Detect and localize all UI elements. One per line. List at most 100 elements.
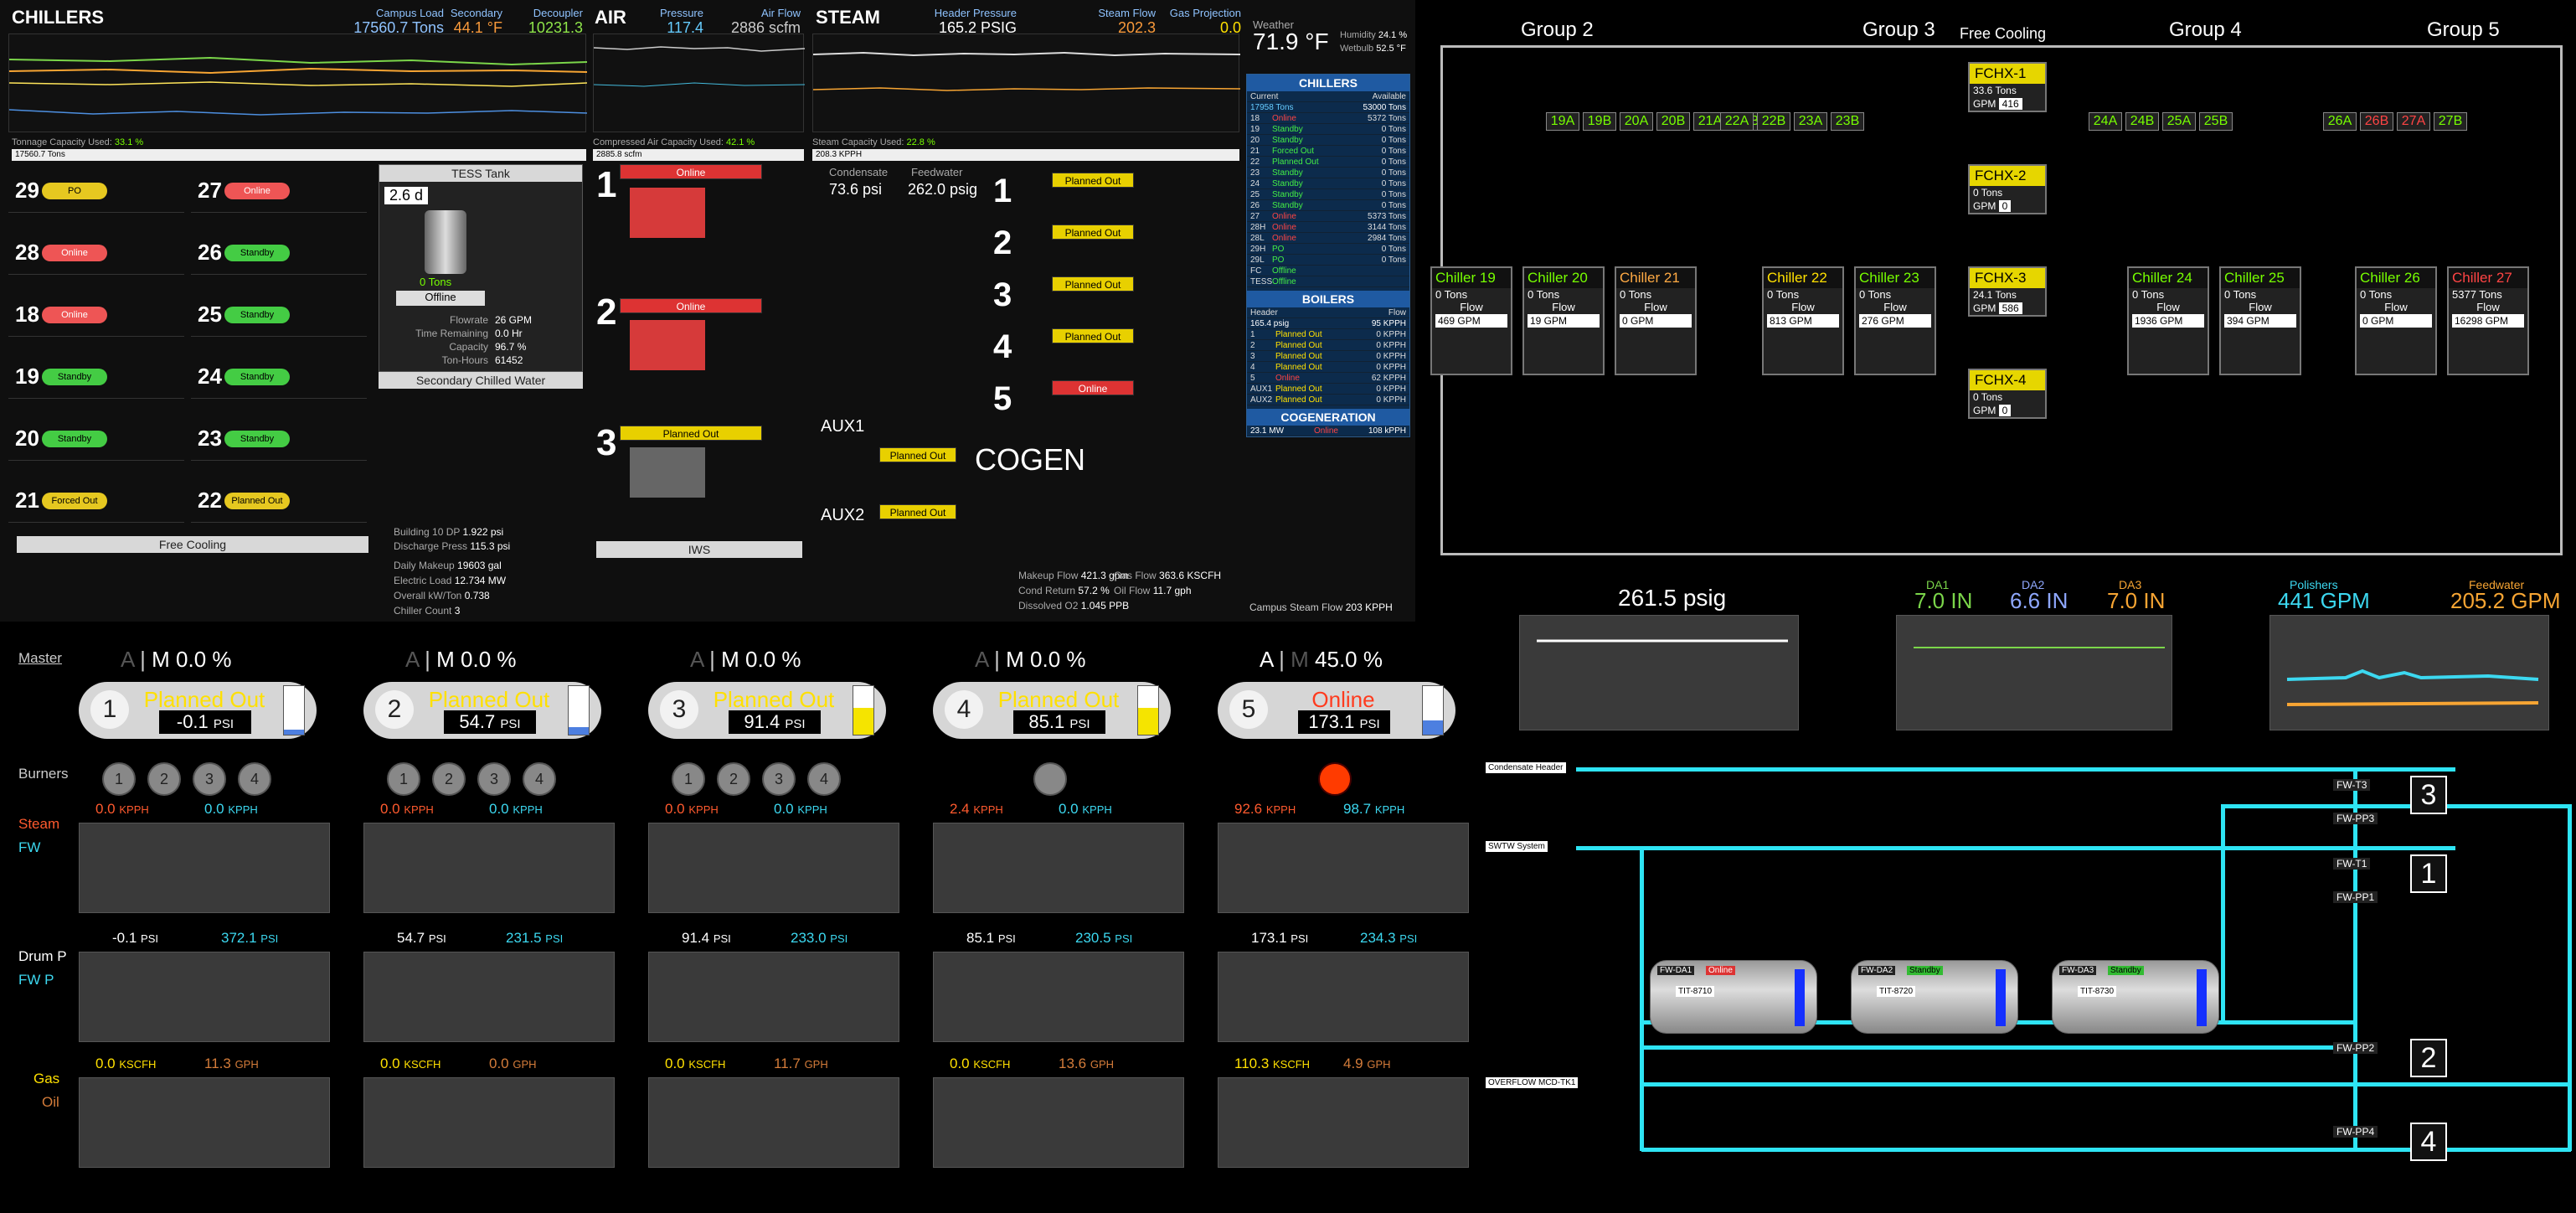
burner-indicator[interactable] [1033, 762, 1067, 796]
pump-tile[interactable]: 27B [2434, 112, 2467, 131]
steam-fw-trend[interactable] [79, 823, 330, 913]
boiler-overview-number[interactable]: 1 [993, 173, 1012, 209]
pump-tile[interactable]: 24B [2125, 112, 2159, 131]
compressor-1[interactable]: 1 [596, 164, 617, 205]
boiler-overview-number[interactable]: 4 [993, 328, 1012, 365]
steam-fw-trend[interactable] [648, 823, 899, 913]
chillers-trend[interactable] [8, 34, 588, 132]
burner-indicator[interactable]: 2 [147, 762, 181, 796]
boiler-overview-number[interactable]: 2 [993, 225, 1012, 261]
burner-indicator[interactable]: 3 [762, 762, 796, 796]
gas-oil-trend[interactable] [648, 1077, 899, 1168]
boiler-overview-number[interactable]: 3 [993, 276, 1012, 313]
gas-oil-trend[interactable] [933, 1077, 1184, 1168]
gas-oil-trend[interactable] [1218, 1077, 1469, 1168]
manual-mode[interactable]: M [1291, 647, 1309, 672]
boiler-mode[interactable]: A | M 0.0 % [121, 647, 232, 672]
burner-indicator[interactable]: 1 [102, 762, 136, 796]
master-label[interactable]: Master [18, 650, 62, 666]
aux2-label[interactable]: AUX2 [821, 506, 865, 524]
steam-fw-trend[interactable] [933, 823, 1184, 913]
fw-pump-label[interactable]: FW-PP2 [2333, 1042, 2378, 1054]
gas-oil-trend[interactable] [363, 1077, 615, 1168]
steam-fw-trend[interactable] [363, 823, 615, 913]
fw-pump-label[interactable]: FW-T1 [2333, 858, 2371, 870]
pump-tile[interactable]: 24A [2089, 112, 2122, 131]
drum-fw-trend[interactable] [648, 952, 899, 1042]
pump-tile[interactable]: 26B [2360, 112, 2393, 131]
burner-indicator[interactable] [1318, 762, 1352, 796]
boiler-mode[interactable]: A | M 0.0 % [975, 647, 1086, 672]
manual-mode[interactable]: M [1006, 647, 1024, 672]
fw-pump-label[interactable]: FW-PP3 [2333, 813, 2378, 824]
burner-indicator[interactable]: 1 [672, 762, 705, 796]
polisher-fw-trend[interactable] [2269, 615, 2549, 730]
auto-mode[interactable]: A [405, 647, 419, 672]
drum-fw-trend[interactable] [933, 952, 1184, 1042]
auto-mode[interactable]: A [975, 647, 988, 672]
pump-tile[interactable]: 27A [2397, 112, 2430, 131]
drum-fw-trend[interactable] [1218, 952, 1469, 1042]
gas-oil-trend[interactable] [79, 1077, 330, 1168]
boiler-mode[interactable]: A | M 0.0 % [405, 647, 517, 672]
pump-tile[interactable]: 19B [1583, 112, 1616, 131]
pump-tile[interactable]: 25A [2162, 112, 2196, 131]
burner-indicator[interactable]: 4 [523, 762, 556, 796]
manual-mode[interactable]: M [721, 647, 739, 672]
compressor-3[interactable]: 3 [596, 422, 617, 463]
pump-tile[interactable]: 20A [1620, 112, 1653, 131]
manual-mode[interactable]: M [436, 647, 455, 672]
manual-mode[interactable]: M [152, 647, 170, 672]
fw-pump-label[interactable]: FW-PP1 [2333, 891, 2378, 903]
drum-fw-trend[interactable] [363, 952, 615, 1042]
pump-tile[interactable]: 19A [1546, 112, 1579, 131]
drum-fw-trend[interactable] [79, 952, 330, 1042]
cogen-label[interactable]: COGEN [975, 442, 1086, 477]
auto-mode[interactable]: A [690, 647, 703, 672]
aux1-label[interactable]: AUX1 [821, 417, 865, 436]
da-level-trend[interactable] [1896, 615, 2172, 730]
pump-tile[interactable]: 26A [2323, 112, 2357, 131]
auto-mode[interactable]: A [1260, 647, 1273, 672]
